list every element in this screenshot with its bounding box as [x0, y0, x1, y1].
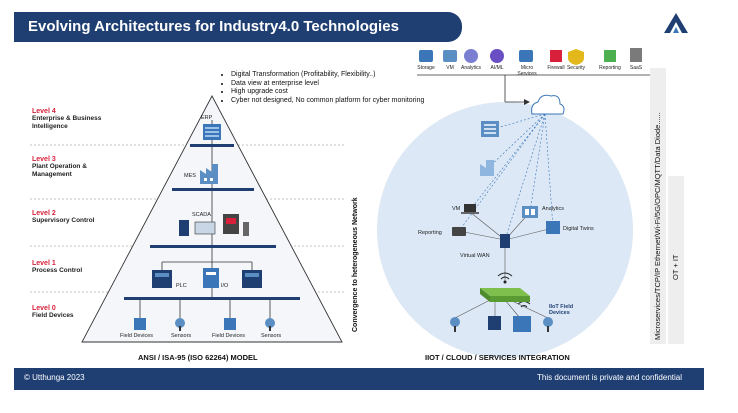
iiot-integration-circle [377, 102, 633, 358]
iiot-device-icon [488, 316, 501, 330]
level-number: Level 3 [32, 156, 56, 163]
cloud-server-icon [481, 121, 499, 137]
confidential-text: This document is private and confidentia… [537, 373, 682, 382]
level-1-label: Level 1 Process Control [32, 260, 152, 275]
level-4-label: Level 4 Enterprise & Business Intelligen… [32, 108, 152, 131]
bullet-item: Digital Transformation (Profitability, F… [231, 71, 431, 80]
level-2-label: Level 2 Supervisory Control [32, 210, 152, 225]
copyright-text: © Utthunga 2023 [24, 373, 85, 382]
iiot-field-devices-label: IIoT Field Devices [549, 304, 574, 316]
vm-laptop-icon [461, 204, 479, 214]
iiot-caption: IIOT / CLOUD / SERVICES INTEGRATION [425, 353, 570, 362]
service-label: Security [566, 65, 586, 71]
digital-twins-icon [546, 221, 560, 234]
mes-factory-icon [200, 164, 218, 184]
convergence-label: Convergence to heterogeneous Network [352, 197, 359, 332]
io-module-icon [203, 268, 219, 288]
saas-icon [630, 48, 642, 62]
virtual-wan-label: Virtual WAN [460, 253, 490, 259]
digital-twins-label: Digital Twins [563, 226, 594, 232]
level-description: Plant Operation & Management [32, 163, 87, 178]
erp-label: ERP [201, 115, 213, 121]
field-device-label: Field Devices [120, 333, 154, 339]
bullet-item: Data view at enterprise level [231, 80, 431, 89]
footer-bar: © Utthunga 2023 This document is private… [14, 368, 704, 390]
level-description: Supervisory Control [32, 217, 95, 224]
cloud-factory-icon [480, 160, 494, 176]
sensor-icon [175, 318, 185, 331]
service-label: Micro Services [517, 65, 537, 77]
level-number: Level 4 [32, 108, 56, 115]
scada-label: SCADA [192, 212, 211, 218]
virtual-wan-router-icon [500, 234, 510, 248]
page-title: Evolving Architectures for Industry4.0 T… [28, 18, 399, 35]
field-device-icon [134, 318, 146, 330]
edge-gateway-icon [480, 288, 530, 302]
logo-icon [664, 13, 688, 33]
micro-services-icon [519, 50, 533, 62]
service-label: AI/ML [490, 65, 504, 71]
ot-it-bar [668, 176, 684, 344]
protocols-label: Microservices/TCP/IP Ethernet/Wi-Fi/5G/O… [653, 112, 662, 340]
scada-icon [179, 214, 249, 236]
service-bracket [417, 74, 650, 103]
sensor-label: Sensors [171, 333, 192, 339]
arrow-icon [524, 99, 530, 105]
field-device-label: Field Devices [212, 333, 246, 339]
firewall-icon [550, 50, 562, 62]
storage-icon [419, 50, 433, 62]
wifi-icon [497, 272, 513, 284]
service-label: SaaS [629, 65, 643, 71]
title-banner: Evolving Architectures for Industry4.0 T… [14, 12, 462, 42]
reporting-icon [604, 50, 616, 62]
node-connections [454, 211, 554, 319]
bullet-item: Cyber not designed, No common platform f… [231, 97, 431, 106]
level-0-label: Level 0 Field Devices [32, 305, 152, 320]
analytics-label: Analytics [542, 206, 565, 212]
security-icon [568, 49, 584, 65]
controller-icon [242, 270, 262, 288]
level-description: Process Control [32, 267, 83, 274]
sensor-label: Sensors [261, 333, 282, 339]
reporting-device-icon [452, 227, 466, 236]
vm-icon [443, 50, 457, 62]
ot-it-label: OT + IT [671, 254, 680, 281]
level-number: Level 1 [32, 260, 56, 267]
bullet-item: High upgrade cost [231, 88, 431, 97]
plc-label: PLC [176, 283, 187, 289]
level-number: Level 2 [32, 210, 56, 217]
iiot-controller-icon [513, 316, 531, 332]
service-label: Firewall [547, 65, 565, 71]
pyramid-bars [124, 144, 300, 300]
service-label: VM [446, 65, 454, 71]
field-device-icon [224, 318, 236, 330]
level-description: Enterprise & Business Intelligence [32, 115, 102, 130]
io-label: I/O [221, 283, 229, 289]
ai-ml-icon [490, 49, 504, 63]
level-description: Field Devices [32, 312, 74, 319]
isa95-caption: ANSI / ISA-95 (ISO 62264) MODEL [138, 353, 258, 362]
level-number: Level 0 [32, 305, 56, 312]
level-3-label: Level 3 Plant Operation & Management [32, 156, 152, 179]
service-label: Storage [417, 65, 435, 71]
service-label: Reporting [599, 65, 621, 71]
plc-icon [152, 270, 172, 288]
erp-server-icon [203, 124, 221, 140]
transformation-bullets: Digital Transformation (Profitability, F… [222, 71, 431, 105]
iiot-sensor-icon [543, 317, 553, 332]
cloud-icon [531, 94, 565, 115]
sensor-icon [265, 318, 275, 331]
protocols-bar [650, 68, 666, 344]
service-label: Analytics [460, 65, 481, 71]
mes-label: MES [184, 173, 196, 179]
reporting-label: Reporting [418, 230, 442, 236]
analytics-node-icon [522, 206, 538, 218]
analytics-icon [464, 49, 478, 63]
iiot-sensor-icon [450, 317, 460, 332]
service-icons-row [419, 48, 642, 65]
vm-label: VM [452, 206, 461, 212]
